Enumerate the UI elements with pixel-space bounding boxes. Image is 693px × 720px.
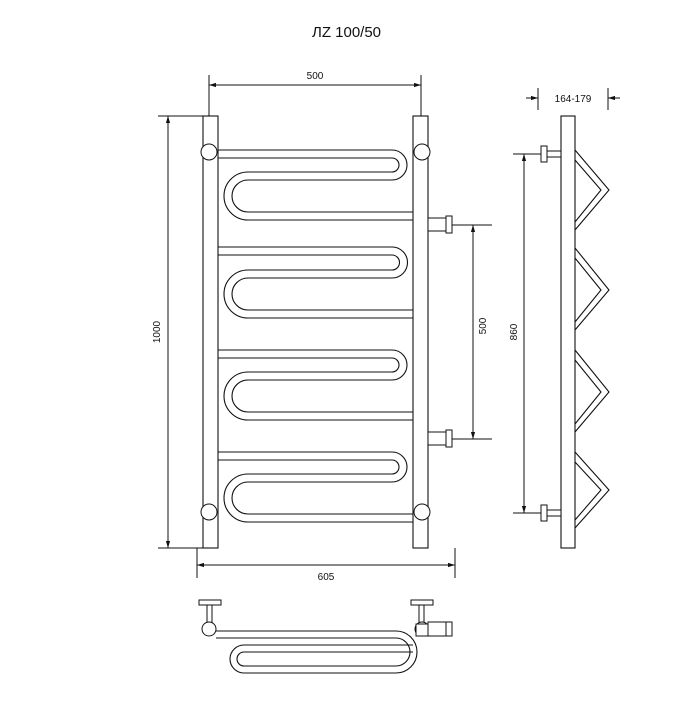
dim-connection-spacing-label: 500 (478, 317, 489, 334)
dim-depth: 164-179 (526, 88, 620, 110)
dim-connection-spacing: 500 (452, 224, 492, 440)
side-brackets (540, 145, 562, 522)
dim-top-width: 500 (208, 71, 422, 116)
dim-height-label: 1000 (152, 320, 163, 343)
heating-coils (218, 149, 413, 523)
front-view: 500 1000 500 605 (152, 71, 492, 583)
dim-side-height-label: 860 (509, 323, 520, 340)
wall-mounts (200, 143, 431, 521)
side-view: 164-179 860 (509, 88, 620, 549)
dim-height: 1000 (152, 115, 203, 549)
connection-nipples (427, 215, 453, 448)
dim-top-width-label: 500 (307, 71, 324, 82)
dim-depth-label: 164-179 (555, 94, 592, 105)
dim-overall-width: 605 (196, 548, 456, 583)
top-view (198, 599, 453, 674)
drawing-title: ЛZ 100/50 (311, 24, 382, 41)
dim-side-height: 860 (509, 153, 541, 514)
side-post (560, 115, 576, 549)
dim-overall-width-label: 605 (318, 572, 335, 583)
side-rungs (574, 149, 610, 529)
right-post (412, 115, 429, 549)
left-post (202, 115, 219, 549)
